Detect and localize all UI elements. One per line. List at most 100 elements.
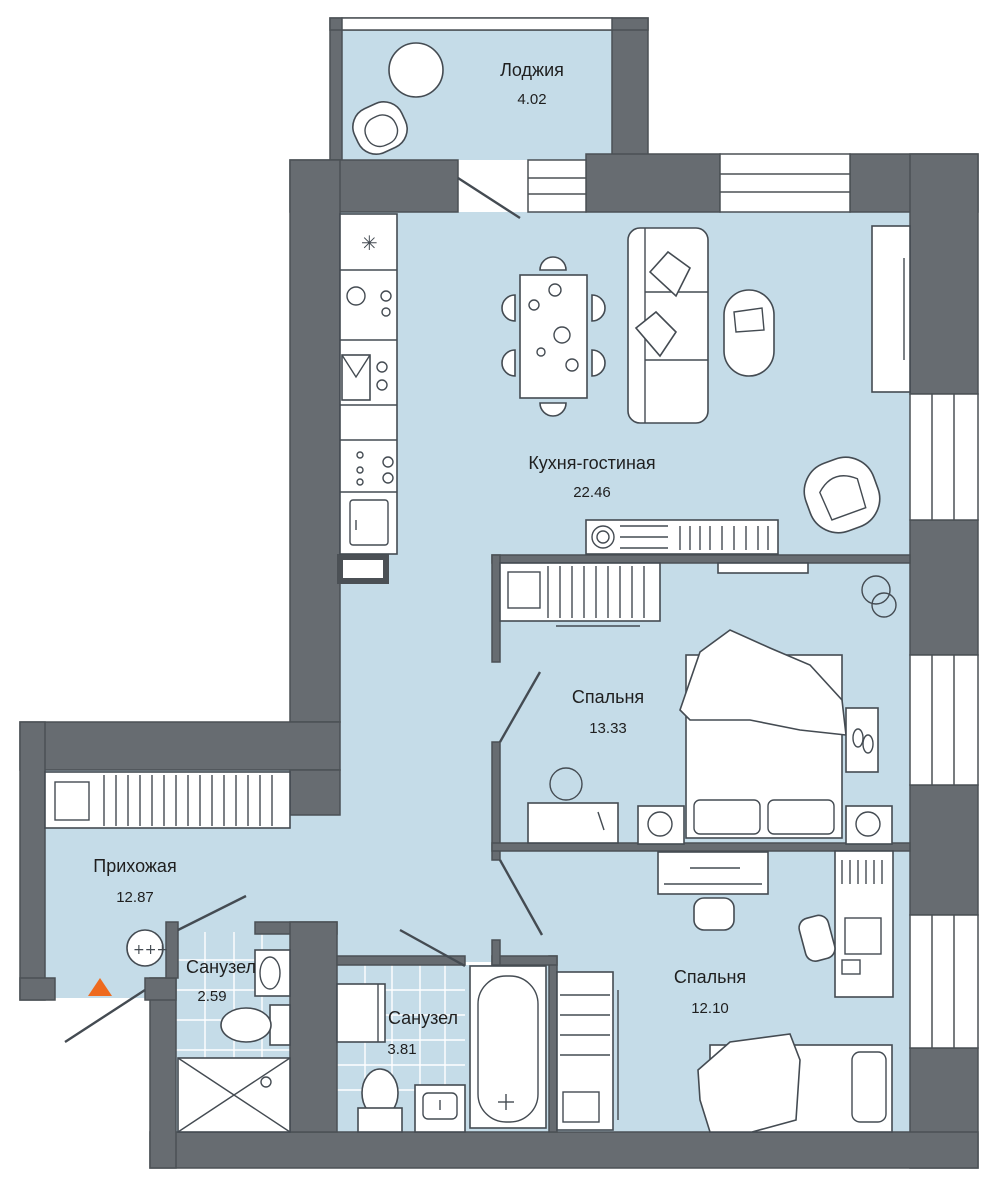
wall-hall-closet [289,769,341,816]
wall-bottom-left [149,977,177,1169]
wall-left-outer [19,721,46,1001]
wall-top-mid [585,153,721,213]
wall-hall-bottom [144,977,177,1001]
tv-unit [871,225,911,393]
corridor-floor [340,557,500,962]
wall-right-2 [909,519,979,656]
bathroom-1-furniture [177,949,291,1133]
dining-chair [591,349,606,377]
washbasin-icon [414,1084,466,1133]
wall-right-1 [909,153,979,395]
dining-chair [501,349,516,377]
window-kitchen-top-1 [527,159,587,213]
wall-bath1-right [289,921,338,1133]
svg-text:+++: +++ [133,942,168,958]
dining-chair [539,256,567,271]
label-kitchen-living: Кухня-гостиная 22.46 [528,453,655,501]
sofa [627,227,709,424]
room-name: Санузел [186,957,256,977]
window-kitchen-top-2 [719,153,851,213]
stove-icon [356,451,394,486]
label-bathroom-1: Санузел 2.59 [186,957,256,1005]
desk [834,850,894,998]
nightstand-right [845,805,893,845]
electric-panel-icon: +++ [126,929,168,967]
slippers-mat [845,707,879,773]
toilet-icon [357,1068,403,1133]
bathtub [469,965,547,1129]
room-name: Лоджия [500,60,564,80]
window-right-1 [909,393,979,521]
snowflake-icon: ✳ [361,231,378,255]
wall-bed1-left [491,554,501,663]
oven-icon [341,354,388,401]
plant-icon [861,575,897,618]
hallway-furniture: +++ [44,771,291,996]
loggia-wall-right [611,17,649,161]
wall-bath2-top [336,955,466,966]
wardrobe [556,971,619,1131]
door-entrance [64,988,146,1044]
label-bedroom-1: Спальня 13.33 [572,687,644,737]
door-bedroom-1 [498,671,542,743]
room-area: 4.02 [517,91,546,108]
room-area: 2.59 [197,988,226,1005]
room-name: Прихожая [93,856,176,876]
room-name: Спальня [674,967,746,987]
ottoman [693,897,735,931]
bedroom-2-furniture [556,850,894,1133]
windows [341,17,979,1049]
door-loggia [457,176,521,220]
window-right-2 [909,654,979,786]
nightstand-left [637,805,685,845]
bedroom-1-furniture [499,562,897,845]
room-area: 13.33 [589,720,627,737]
bathroom-2-furniture [336,965,547,1133]
door-bathroom-1 [177,894,247,932]
room-area: 12.87 [116,889,154,906]
room-area: 3.81 [387,1041,416,1058]
washing-machine [336,983,386,1043]
label-bathroom-2: Санузел 3.81 [387,1008,458,1058]
shelf-unit [585,519,779,555]
wall-right-3 [909,784,979,916]
coffee-table [723,289,775,377]
wall-bath2-inner [491,939,501,966]
label-loggia: Лоджия 4.02 [500,60,564,108]
window-loggia [341,17,613,31]
sink-icon [349,499,389,546]
desk-chair [798,914,836,962]
dining-chair [591,294,606,322]
tv-stand [657,851,769,895]
dining-set [501,256,606,417]
loggia-furniture [352,42,444,155]
wall-left-step [19,721,341,771]
dining-chair [501,294,516,322]
label-bedroom-2: Спальня 12.10 [674,967,746,1017]
wall-bed-divider [491,842,911,852]
window-right-3 [909,914,979,1049]
tv-wall [717,562,809,574]
room-area: 22.46 [573,484,611,501]
wall-bath2-top-right [491,955,558,966]
round-table [388,42,444,98]
kitchen-appliance-icon [346,286,392,317]
wall-bath2-right [548,955,558,1133]
wall-bed1-top [491,554,911,564]
door-bedroom-2 [498,859,544,936]
entrance-marker-icon [88,978,112,996]
kitchen-pillar [337,554,389,584]
single-bed [697,1033,893,1133]
room-name: Кухня-гостиная [528,453,655,473]
wardrobe [499,562,661,627]
label-hallway: Прихожая 12.87 [93,856,176,906]
loggia-wall-left [329,17,343,161]
wall-bottom [149,1131,979,1169]
room-name: Спальня [572,687,644,707]
wall-left-upper [289,159,341,723]
washbasin-icon [254,949,291,997]
dining-chair [539,402,567,417]
room-name: Санузел [388,1008,458,1028]
double-bed [679,629,847,839]
